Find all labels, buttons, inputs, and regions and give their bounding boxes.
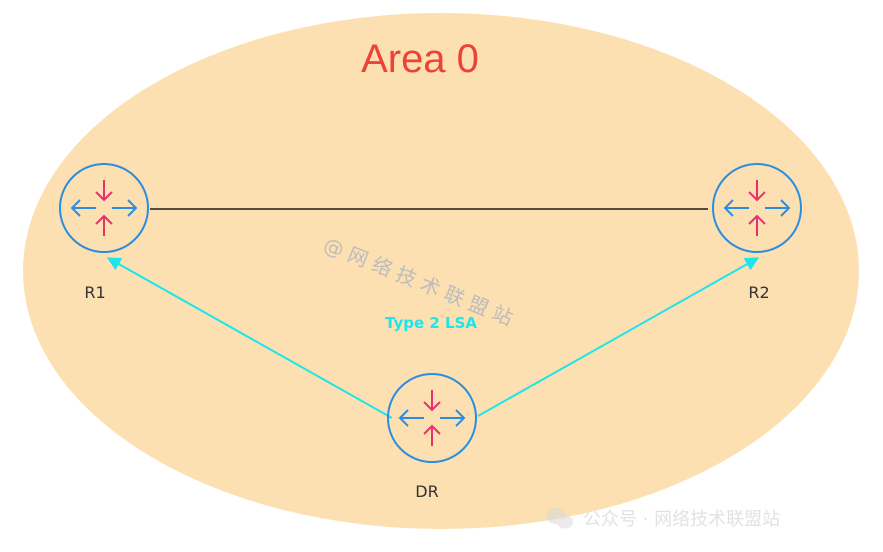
- router-icon: [387, 373, 477, 463]
- router-r2[interactable]: [712, 163, 802, 253]
- router-r2-label: R2: [748, 283, 769, 302]
- area-title: Area 0: [361, 37, 479, 81]
- router-dr[interactable]: [387, 373, 477, 463]
- area-0-region: [23, 13, 859, 529]
- wechat-icon: [546, 508, 573, 529]
- footer-watermark: 公众号 · 网络技术联盟站: [546, 508, 780, 530]
- router-r1[interactable]: [59, 163, 149, 253]
- router-icon: [59, 163, 149, 253]
- lsa-arrow-to-r1: [106, 257, 393, 419]
- lsa-arrow-to-r2: [477, 257, 760, 417]
- router-icon: [712, 163, 802, 253]
- router-r1-label: R1: [84, 283, 105, 302]
- footer-watermark-text: 公众号 · 网络技术联盟站: [583, 509, 780, 530]
- lsa-label: Type 2 LSA: [385, 314, 477, 332]
- router-dr-label: DR: [415, 482, 438, 501]
